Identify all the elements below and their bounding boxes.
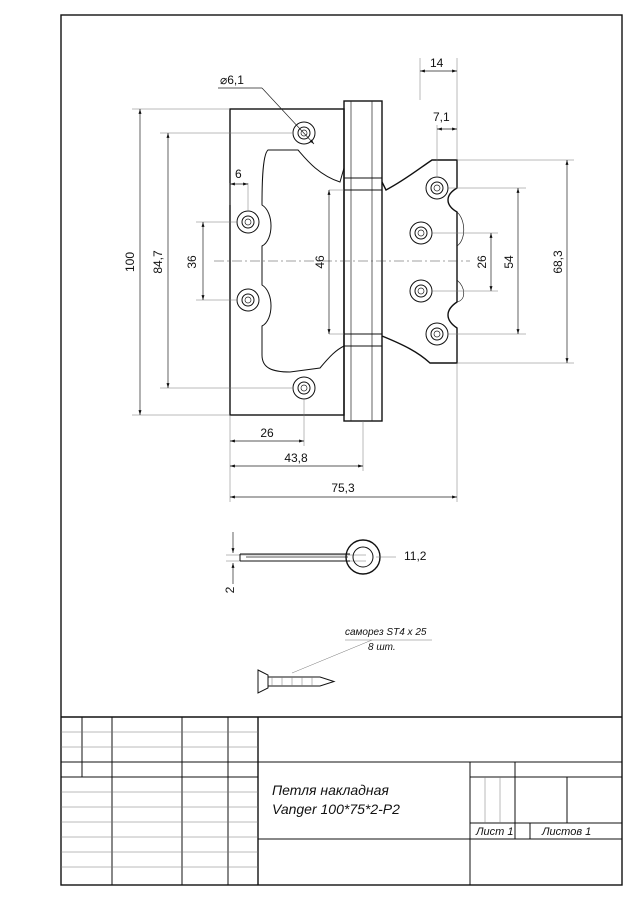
sheets-label: Листов 1 (541, 826, 591, 838)
screw-drawing (257, 639, 432, 694)
dimension-lines (132, 58, 574, 502)
dim-2: 2 (223, 586, 237, 593)
dim-43-8: 43,8 (284, 451, 308, 465)
title-line2: Vanger 100*75*2-P2 (272, 801, 400, 817)
title-block (61, 716, 622, 885)
dim-46: 46 (313, 255, 327, 269)
dim-84-7: 84,7 (151, 250, 165, 274)
dim-diameter: ⌀6,1 (220, 73, 244, 87)
dim-68-3: 68,3 (551, 250, 565, 274)
screw-holes (236, 121, 449, 400)
screw-note-line1: саморез ST4 x 25 (345, 627, 427, 638)
dim-14: 14 (430, 56, 444, 70)
hinge-side-view (226, 532, 396, 584)
hinge-right-leaf (381, 159, 465, 364)
drawing-frame (60, 14, 623, 886)
dim-26-bottom: 26 (260, 426, 274, 440)
screw-note-line2: 8 шт. (368, 642, 396, 653)
dim-26-right: 26 (475, 255, 489, 269)
dim-36: 36 (185, 255, 199, 269)
dim-6: 6 (235, 167, 242, 181)
dim-75-3: 75,3 (331, 481, 355, 495)
sheet-label: Лист 1 (475, 826, 514, 838)
dim-11-2: 11,2 (404, 549, 427, 563)
dim-7-1: 7,1 (433, 110, 450, 124)
title-line1: Петля накладная (272, 782, 389, 798)
dim-100: 100 (123, 252, 137, 272)
dim-54: 54 (502, 255, 516, 269)
